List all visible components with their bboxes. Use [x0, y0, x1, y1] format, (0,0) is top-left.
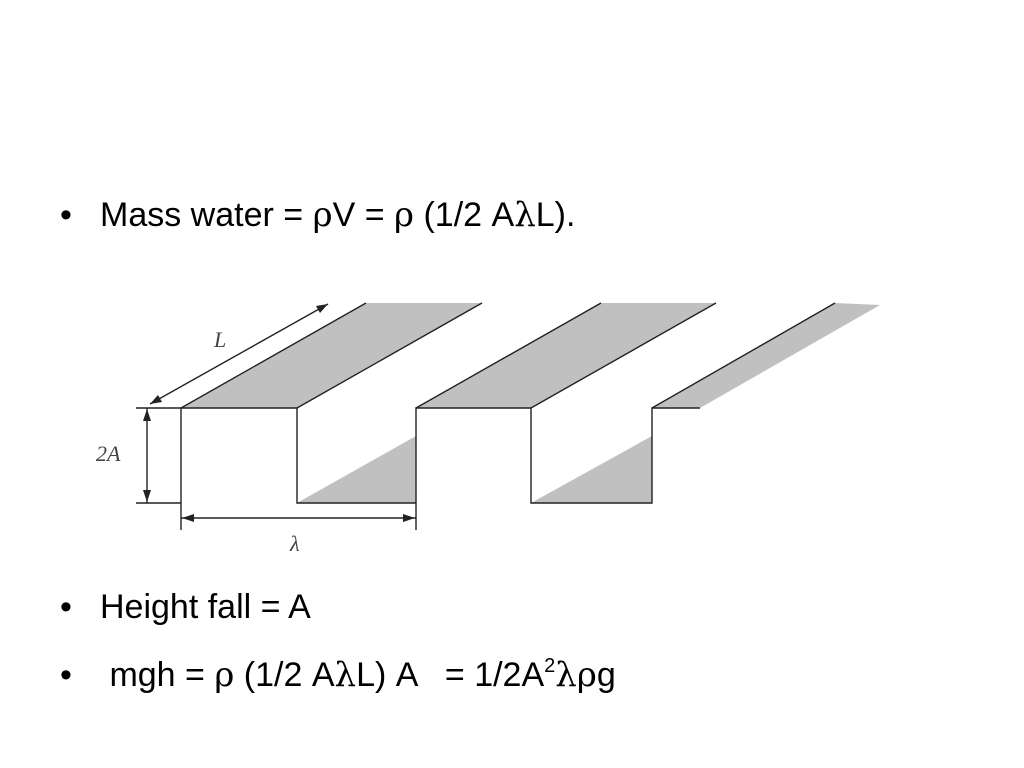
bullet-marker: •	[60, 196, 72, 234]
lambda-symbol: λ	[514, 195, 536, 235]
rho-symbol: ρ	[214, 655, 235, 695]
bullet-potential-energy: • mgh = ρ (1/2 AλL) A = 1/2A2λρg	[60, 655, 616, 695]
text-segment: L) A = 1/2A	[356, 656, 545, 694]
rho-symbol: ρ	[312, 195, 333, 235]
ridge-edge	[180, 302, 367, 409]
exponent: 2	[544, 655, 556, 677]
wavelength-label: λ	[289, 531, 300, 556]
lambda-rho-symbols: λρ	[555, 655, 597, 695]
top-face-1	[181, 303, 482, 408]
ridge-edge	[415, 302, 602, 409]
top-face-3	[652, 303, 880, 408]
text-segment: Mass water =	[100, 196, 313, 234]
rho-symbol: ρ	[394, 195, 415, 235]
ridge-edge	[530, 302, 717, 409]
arrow-head	[143, 490, 151, 502]
arrow-head	[316, 304, 328, 313]
arrow-head	[150, 395, 162, 404]
bottom-face-1	[297, 436, 416, 503]
bullet-height-fall: • Height fall = A	[60, 587, 311, 627]
bullet-marker: •	[60, 656, 72, 694]
text-segment: mgh =	[100, 656, 215, 694]
text-segment: V =	[332, 196, 395, 234]
length-label: L	[213, 327, 226, 352]
top-face-2	[416, 303, 716, 408]
wave-profile	[181, 407, 700, 504]
arrow-head	[182, 514, 194, 522]
text-segment: Height fall = A	[100, 588, 311, 626]
lambda-symbol: λ	[334, 655, 357, 695]
arrow-head	[403, 514, 415, 522]
text-segment: L).	[535, 196, 576, 234]
ridge-edge	[651, 302, 836, 409]
ridge-edge	[296, 302, 483, 409]
arrow-head	[143, 409, 151, 421]
amplitude-label: 2A	[96, 441, 121, 466]
bullet-marker: •	[60, 588, 72, 626]
text-segment: (1/2 A	[414, 196, 515, 234]
bullet-mass-water: • Mass water = ρV = ρ (1/2 AλL).	[60, 195, 575, 235]
length-dimension-line	[149, 303, 329, 405]
text-segment: (1/2 A	[234, 656, 335, 694]
text-segment: g	[596, 656, 616, 694]
bottom-face-2	[531, 436, 652, 503]
